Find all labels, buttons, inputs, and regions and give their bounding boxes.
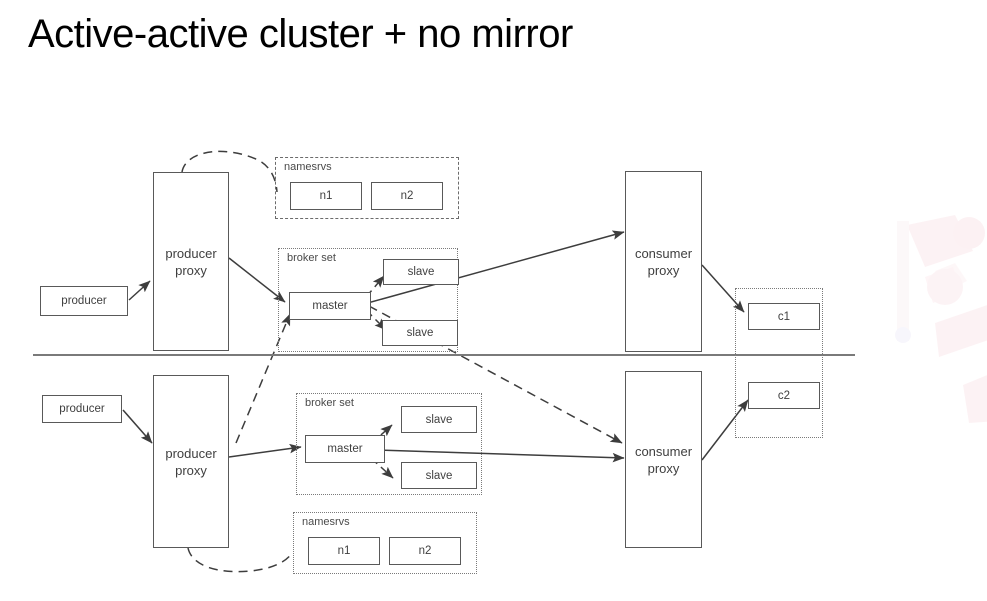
- node-top-namesrv-n2[interactable]: n2: [371, 182, 443, 210]
- region-divider-line: [33, 354, 855, 356]
- node-label-line1: producer: [165, 245, 217, 261]
- node-top-slave-2[interactable]: slave: [382, 320, 458, 346]
- node-top-consumer-proxy[interactable]: consumer proxy: [625, 171, 702, 352]
- node-label-line1: consumer: [634, 245, 693, 261]
- node-label: slave: [425, 469, 453, 482]
- group-label-broker-set: broker set: [305, 397, 354, 409]
- watermark-graphic: [895, 215, 987, 423]
- node-bottom-master[interactable]: master: [305, 435, 385, 463]
- node-top-slave-1[interactable]: slave: [383, 259, 459, 285]
- group-label-broker-set: broker set: [287, 252, 336, 264]
- node-label: n1: [337, 545, 351, 557]
- node-label-line1: producer: [165, 445, 217, 461]
- group-label-namesrvs: namesrvs: [302, 516, 350, 528]
- node-top-namesrv-n1[interactable]: n1: [290, 182, 362, 210]
- group-top-broker-set: broker set master slave slave: [278, 248, 459, 352]
- node-bottom-namesrv-n1[interactable]: n1: [308, 537, 380, 565]
- node-label: producer: [59, 403, 105, 415]
- node-bottom-consumer-proxy[interactable]: consumer proxy: [625, 371, 702, 548]
- node-consumer-c2[interactable]: c2: [748, 382, 820, 409]
- node-label: producer: [61, 295, 107, 307]
- node-label: n1: [319, 190, 333, 202]
- node-label: n2: [400, 190, 414, 202]
- node-bottom-producer[interactable]: producer: [42, 395, 122, 423]
- node-label: slave: [425, 413, 453, 426]
- node-label: slave: [406, 327, 434, 339]
- node-label-line1: consumer: [634, 443, 693, 459]
- node-label: master: [312, 300, 348, 312]
- node-label-line2: proxy: [647, 262, 680, 278]
- node-label-line2: proxy: [175, 262, 207, 278]
- node-consumer-c1[interactable]: c1: [748, 303, 820, 330]
- node-label: c2: [777, 389, 791, 402]
- node-top-master[interactable]: master: [289, 292, 371, 320]
- group-top-namesrvs: namesrvs n1 n2: [275, 157, 459, 219]
- wire-bottom-producer-to-proxy: [122, 409, 153, 444]
- wire-top-producer-to-proxy: [128, 280, 151, 301]
- group-bottom-namesrvs: namesrvs n1 n2: [293, 512, 477, 574]
- node-bottom-producer-proxy[interactable]: producer proxy: [153, 375, 229, 548]
- node-label: slave: [407, 266, 435, 278]
- page-title: Active-active cluster + no mirror: [28, 12, 573, 56]
- node-top-producer-proxy[interactable]: producer proxy: [153, 172, 229, 351]
- wire-bottom-proxy-to-namesrvs: [187, 547, 293, 573]
- node-label: master: [327, 443, 363, 455]
- group-label-namesrvs: namesrvs: [284, 161, 332, 173]
- group-bottom-broker-set: broker set master slave slave: [296, 393, 482, 495]
- node-bottom-namesrv-n2[interactable]: n2: [389, 537, 461, 565]
- node-label-line2: proxy: [175, 462, 207, 478]
- wire-top-proxy-to-master: [228, 257, 286, 303]
- node-label: c1: [777, 310, 791, 323]
- node-bottom-slave-2[interactable]: slave: [401, 462, 477, 489]
- node-label: n2: [418, 545, 432, 557]
- node-bottom-slave-1[interactable]: slave: [401, 406, 477, 433]
- group-consumer-group: [735, 288, 823, 438]
- wire-bottom-proxy-to-master: [228, 443, 302, 458]
- node-label-line2: proxy: [647, 460, 680, 476]
- node-top-producer[interactable]: producer: [40, 286, 128, 316]
